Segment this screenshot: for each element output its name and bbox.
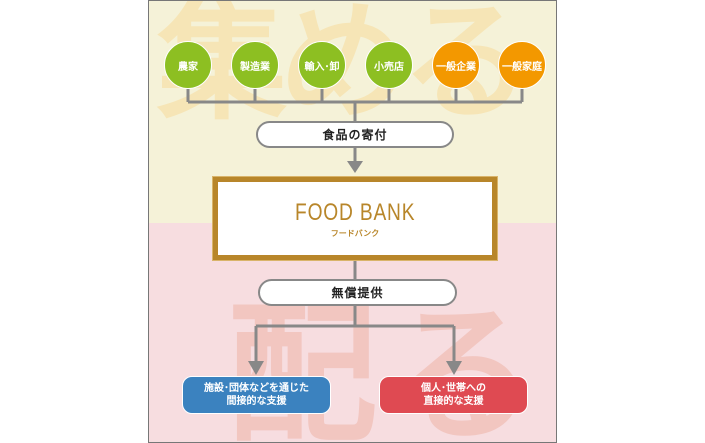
source-circle: 輸入･卸 [298,41,346,89]
food-bank-title: FOOD BANK [294,198,416,226]
direct-line2: 直接的な支援 [423,396,484,407]
direct-support-box: 個人･世帯への直接的な支援 [379,376,528,414]
connector-lines [186,89,524,375]
donation-label: 食品の寄付 [256,121,454,148]
source-circle: 小売店 [365,41,413,89]
arrow-down-icon [248,361,264,375]
source-circle: 一般企業 [432,41,480,89]
provision-label: 無償提供 [258,279,457,306]
arrow-down-icon [347,161,363,173]
arrow-down-icon [446,361,462,375]
source-circle: 製造業 [231,41,279,89]
indirect-line1: 施設･団体などを通じた [204,383,309,394]
direct-line1: 個人･世帯への [421,383,486,394]
indirect-line2: 間接的な支援 [226,396,287,407]
food-bank-box: FOOD BANK フードバンク [212,176,498,261]
indirect-support-box: 施設･団体などを通じた間接的な支援 [182,376,331,414]
source-circle: 農家 [164,41,212,89]
food-bank-subtitle: フードバンク [330,228,380,238]
source-circle: 一般家庭 [498,41,546,89]
